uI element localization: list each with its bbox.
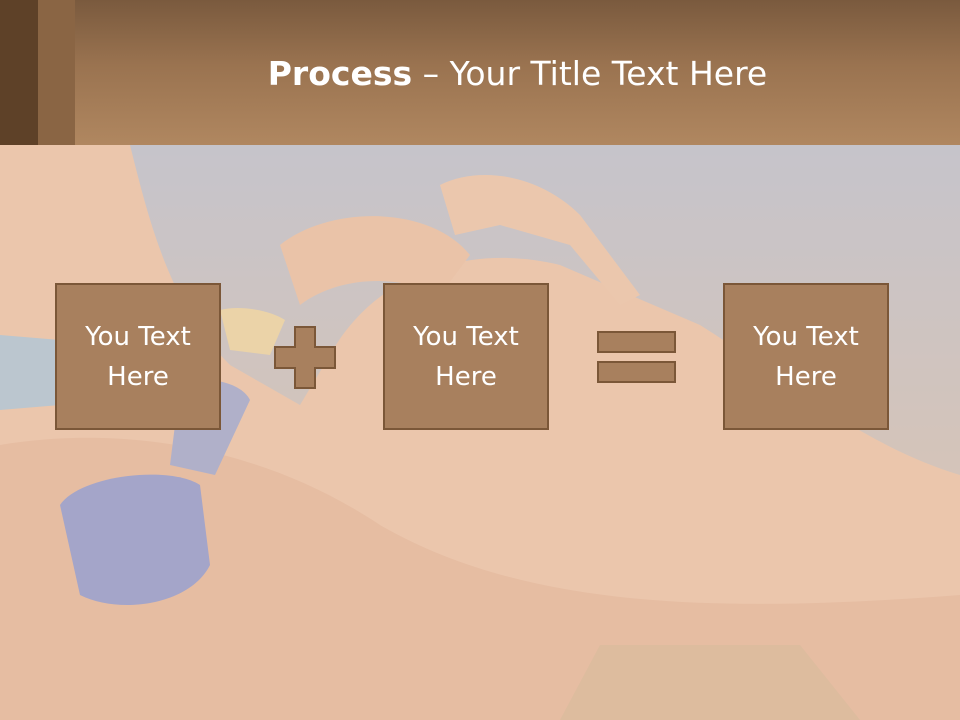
process-box-1: You Text Here: [55, 283, 221, 430]
process-box-2: You Text Here: [383, 283, 549, 430]
process-box-3-text: You Text Here: [753, 321, 859, 392]
header-accent-dark: [0, 0, 38, 145]
process-box-2-text: You Text Here: [413, 321, 519, 392]
header-accent-mid: [38, 0, 75, 145]
process-box-1-text: You Text Here: [85, 321, 191, 392]
plus-icon: [274, 326, 336, 389]
title-bar: Process – Your Title Text Here: [0, 0, 960, 145]
title-bold: Process: [267, 54, 413, 93]
process-box-3: You Text Here: [723, 283, 889, 430]
slide-title: Process – Your Title Text Here: [75, 52, 960, 96]
equals-icon: [597, 331, 676, 383]
title-rest: – Your Title Text Here: [412, 54, 768, 93]
background-photo: [0, 145, 960, 720]
